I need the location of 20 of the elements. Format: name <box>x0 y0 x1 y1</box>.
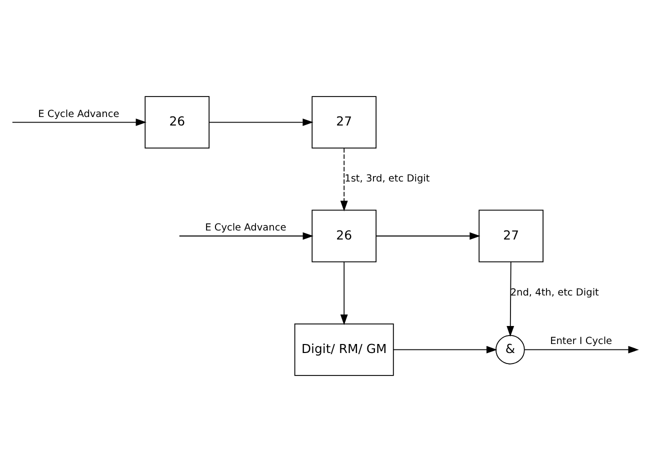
arrow <box>376 232 480 240</box>
arrow <box>506 261 514 336</box>
edge-label: E Cycle Advance <box>205 222 286 233</box>
edge-label: 2nd, 4th, etc Digit <box>510 286 599 298</box>
node-box: 27 <box>478 209 544 262</box>
edge-label: Enter I Cycle <box>550 336 612 347</box>
edge-label: 1st, 3rd, etc Digit <box>344 173 430 184</box>
edge-label: E Cycle Advance <box>38 108 120 120</box>
node-box: Digit/ RM/ GM <box>294 322 394 376</box>
arrow <box>392 345 498 353</box>
arrow <box>12 118 146 126</box>
node-box: 26 <box>144 96 210 148</box>
arrow <box>178 232 314 240</box>
arrow <box>340 147 348 211</box>
arrow <box>208 118 314 126</box>
node-circle: & <box>496 334 525 364</box>
arrow <box>340 261 348 325</box>
arrow <box>524 345 639 353</box>
node-box: 27 <box>312 96 377 148</box>
node-box: 26 <box>312 209 377 262</box>
